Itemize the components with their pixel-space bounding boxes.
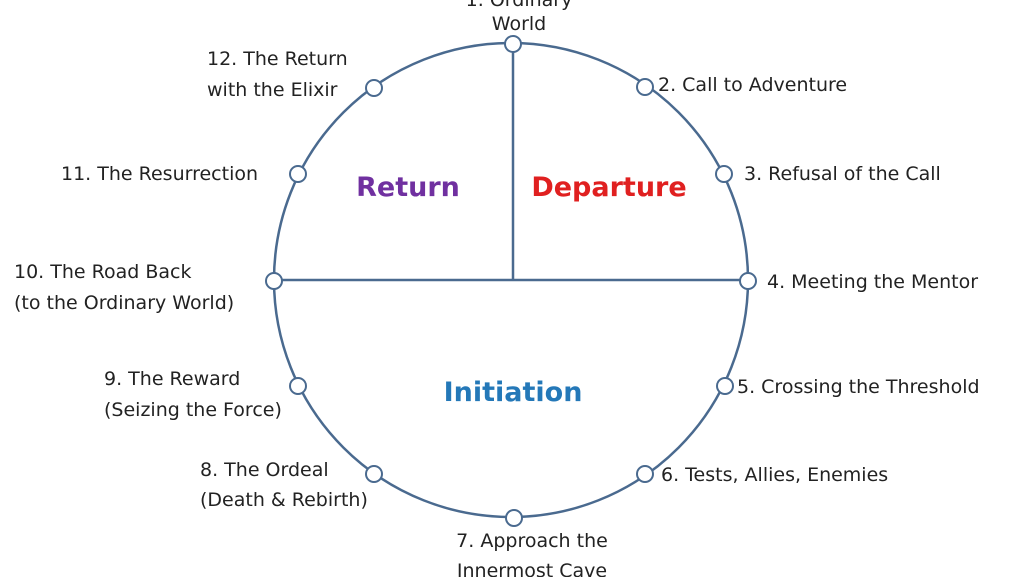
stage-10: 10. The Road Back (to the Ordinary World): [14, 261, 283, 314]
stage-label-line: 6. Tests, Allies, Enemies: [661, 464, 888, 486]
stage-label-line: 2. Call to Adventure: [658, 74, 847, 96]
stage-3: 3. Refusal of the Call: [715, 163, 941, 185]
stage-label-line: 4. Meeting the Mentor: [767, 271, 978, 293]
stage-11: 11. The Resurrection: [61, 163, 307, 185]
stage-label-line: 11. The Resurrection: [61, 163, 258, 185]
stage-12: 12. The Return with the Elixir: [207, 48, 383, 101]
stage-node: [715, 165, 733, 183]
stage-label-line: (Death & Rebirth): [200, 489, 368, 511]
section-label-departure: Departure: [531, 172, 686, 203]
stage-9: 9. The Reward (Seizing the Force): [104, 368, 307, 421]
stage-node: [505, 509, 523, 527]
stage-6: 6. Tests, Allies, Enemies: [636, 464, 888, 486]
stage-8: 8. The Ordeal (Death & Rebirth): [200, 459, 383, 511]
stage-label-line: 10. The Road Back: [14, 261, 191, 283]
stage-label-line: with the Elixir: [207, 79, 338, 101]
stage-label-line: (Seizing the Force): [104, 399, 282, 421]
stage-node: [289, 165, 307, 183]
stage-2: 2. Call to Adventure: [636, 74, 847, 96]
stage-label-line: 3. Refusal of the Call: [744, 163, 941, 185]
stage-label-line: (to the Ordinary World): [14, 292, 234, 314]
section-label-return: Return: [356, 172, 460, 203]
stage-label-line: 5. Crossing the Threshold: [737, 376, 980, 398]
stage-node: [716, 377, 734, 395]
stage-4: 4. Meeting the Mentor: [739, 271, 978, 293]
stage-label-line: 9. The Reward: [104, 368, 240, 390]
stage-node: [365, 79, 383, 97]
stage-label-line: 7. Approach the: [456, 530, 608, 552]
stage-node: [739, 272, 757, 290]
stage-label-line: 1. Ordinary: [466, 0, 573, 11]
stage-node: [636, 465, 654, 483]
stage-label-line: Innermost Cave: [457, 560, 607, 577]
stage-5: 5. Crossing the Threshold: [716, 376, 980, 398]
stage-node: [504, 35, 522, 53]
stage-node: [265, 272, 283, 290]
section-label-initiation: Initiation: [444, 377, 583, 408]
stage-node: [636, 78, 654, 96]
stage-node: [289, 377, 307, 395]
stage-label-line: 12. The Return: [207, 48, 348, 70]
stage-node: [365, 465, 383, 483]
stage-label-line: 8. The Ordeal: [200, 459, 329, 481]
stage-label-line: World: [492, 13, 546, 35]
